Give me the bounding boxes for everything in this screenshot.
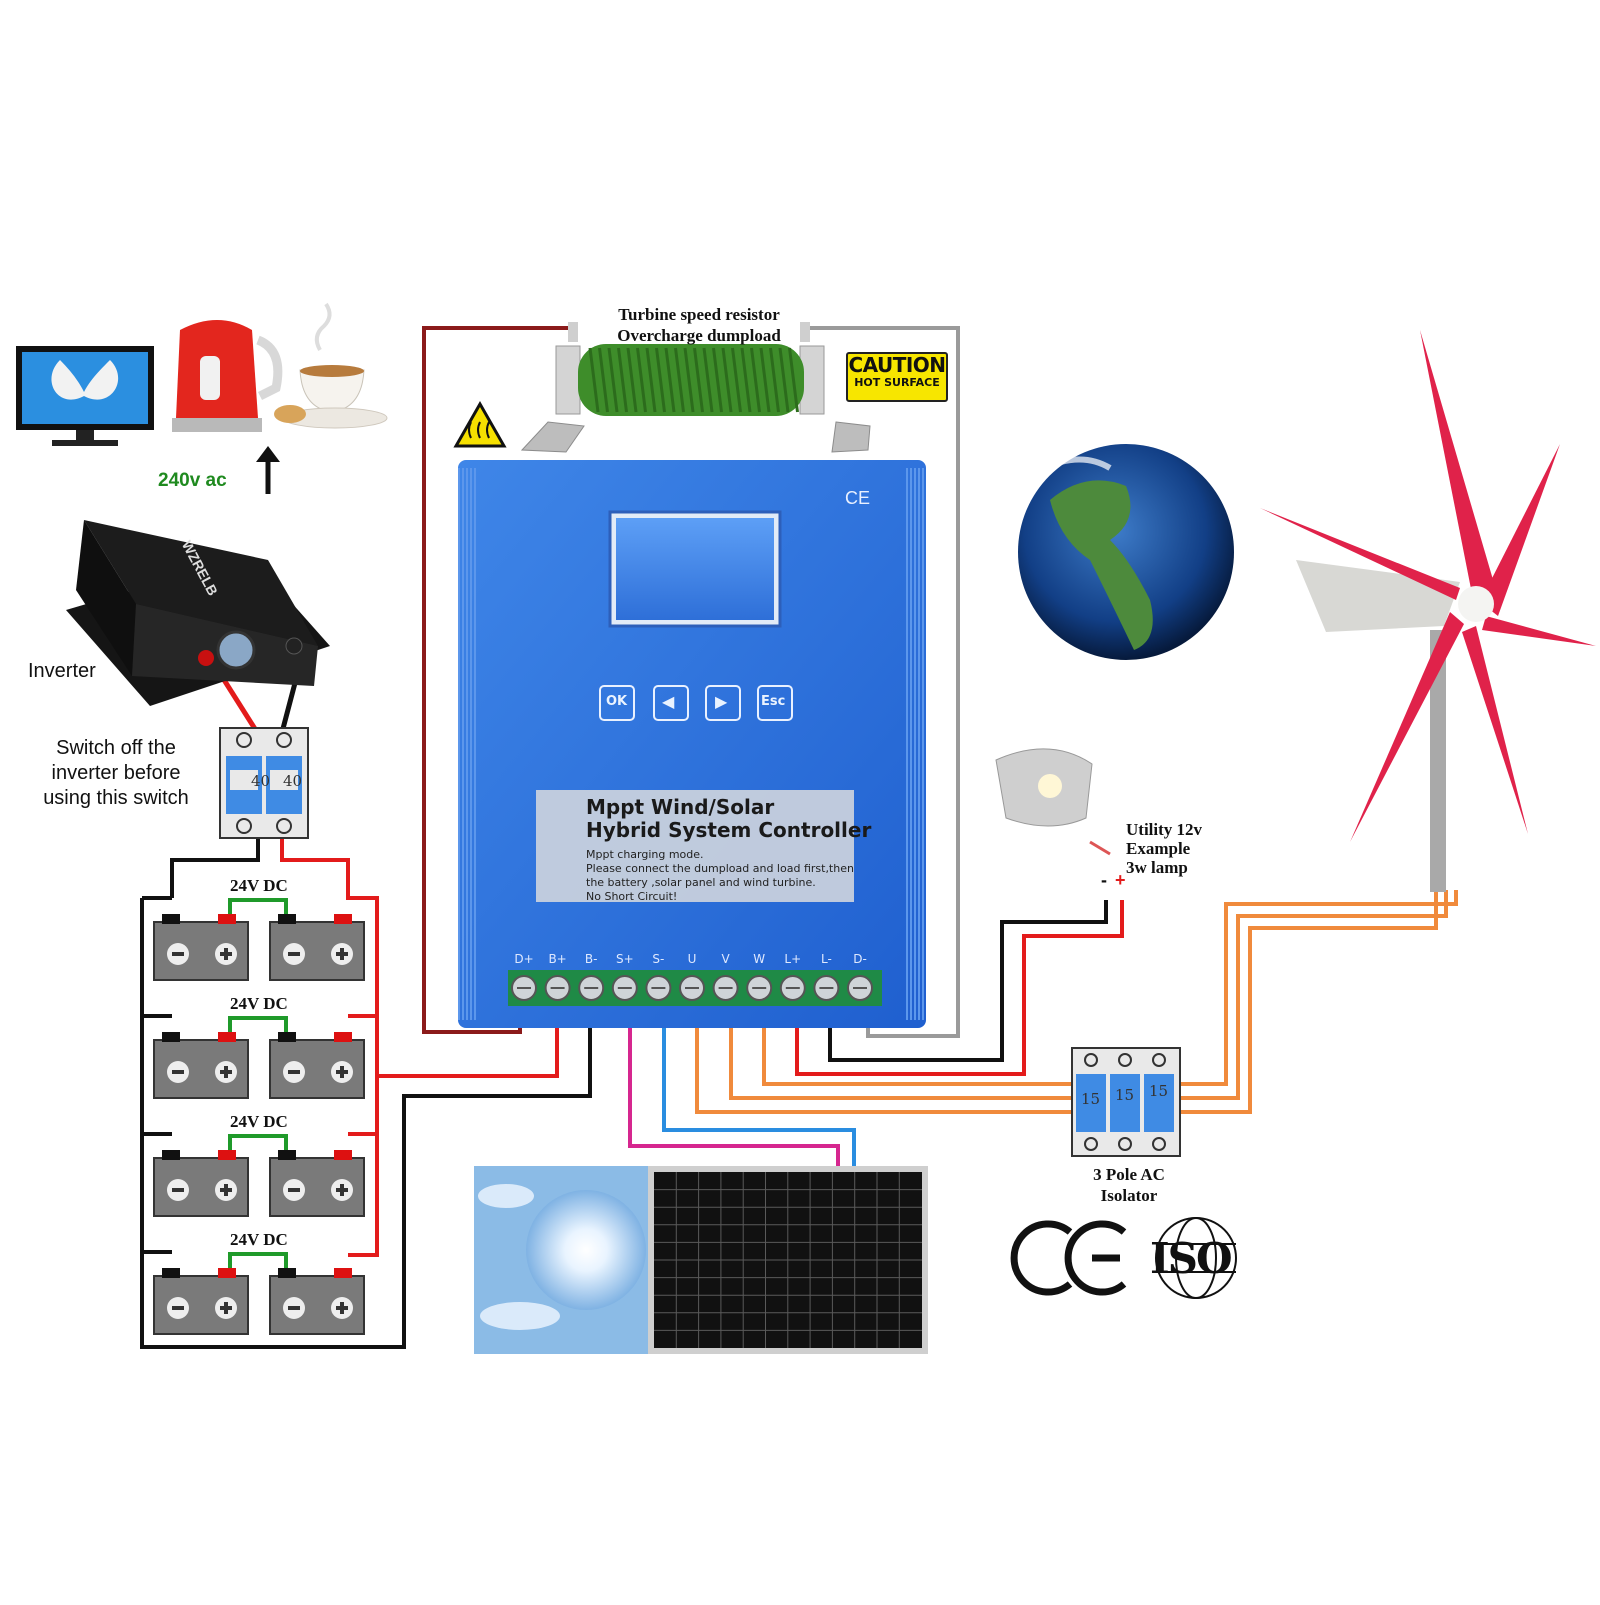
battery-bank (153, 914, 365, 1335)
wire-switch-positive (280, 838, 379, 1257)
lamp-plus: + (1115, 870, 1126, 890)
teacup-icon (274, 302, 388, 429)
switch-note: Switch off the inverter before using thi… (26, 736, 206, 811)
inverter (66, 520, 330, 706)
wire-load-positive (795, 900, 1124, 1076)
controller-ok-button[interactable]: OK (606, 694, 628, 709)
inverter-label: Inverter (28, 660, 96, 682)
kettle-icon (172, 320, 283, 432)
lamp-label-line2: Example (1126, 839, 1191, 858)
terminal-b-negpos: B+ (548, 952, 567, 966)
ce-mark-icon (1010, 1220, 1127, 1296)
terminal-l-negpos: L+ (784, 952, 802, 966)
battery (153, 1268, 249, 1335)
switch-note-line2: inverter before (51, 762, 181, 784)
lamp-icon (995, 748, 1111, 856)
controller-notes: Mppt charging mode. Please connect the d… (586, 848, 886, 904)
battery-bank-label-3: 24V DC (230, 1112, 288, 1131)
dumpload-resistor (520, 322, 871, 453)
wire-turbine-u (695, 1010, 1076, 1114)
isolator-rating-1: 15 (1081, 1090, 1101, 1108)
breaker-rating-2: 40 (283, 772, 303, 790)
terminal-u: U (687, 952, 697, 966)
battery (269, 1268, 365, 1335)
lamp-minus: - (1101, 870, 1107, 890)
wind-turbine (1260, 330, 1596, 892)
isolator-rating-2: 15 (1115, 1086, 1135, 1104)
dc-breaker-2pole (219, 727, 309, 839)
iso-logo-icon (1155, 1217, 1237, 1299)
sky-sun-image (474, 1166, 650, 1354)
terminal-s-neg: S- (652, 952, 665, 966)
terminal-w: W (753, 952, 766, 966)
wire-load-negative (828, 900, 1108, 1062)
wire-turbine-v (729, 1010, 1076, 1100)
controller-ce-mark: CE (845, 488, 871, 508)
battery (153, 1032, 249, 1099)
wire-battery-negative (140, 898, 592, 1349)
controller-right-button[interactable]: ▶ (715, 692, 728, 711)
breaker-rating-1: 40 (251, 772, 271, 790)
controller-title-line1: Mppt Wind/Solar (586, 795, 775, 819)
resistor-label: Turbine speed resistor Overcharge dumplo… (600, 304, 798, 346)
terminal-l-neg: L- (820, 952, 832, 966)
battery (269, 1032, 365, 1099)
wire-battery-positive (377, 1010, 559, 1078)
lamp-label: Utility 12v Example 3w lamp (1126, 820, 1202, 877)
wire-solar-negative (662, 1010, 856, 1166)
wires (140, 326, 1458, 1349)
terminal-v: V (721, 952, 730, 966)
controller-left-button[interactable]: ◀ (662, 692, 675, 711)
solar-panel (648, 1166, 928, 1354)
controller-note-4: No Short Circuit! (586, 890, 678, 903)
resistor-label-line1: Turbine speed resistor (618, 305, 780, 324)
switch-note-line3: using this switch (43, 787, 189, 809)
switch-note-line1: Switch off the (56, 737, 176, 759)
wire-turbine-w (762, 1010, 1076, 1086)
isolator-label-line1: 3 Pole AC (1093, 1165, 1165, 1184)
terminal-b-neg: B- (584, 952, 598, 966)
iso-text: ISO (1150, 1234, 1233, 1283)
battery-bank-label-2: 24V DC (230, 994, 288, 1013)
ac-isolator-3pole (1071, 1047, 1181, 1157)
controller-note-3: the battery ,solar panel and wind turbin… (586, 876, 816, 889)
controller-esc-button[interactable]: Esc (761, 694, 786, 709)
ac-output-label: 240v ac (158, 470, 227, 491)
isolator-label-line2: Isolator (1100, 1186, 1158, 1205)
terminal-d-negpos: D+ (514, 952, 534, 966)
controller-note-2: Please connect the dumpload and load fir… (586, 862, 854, 875)
controller-title-line2: Hybrid System Controller (586, 818, 872, 842)
controller-note-1: Mppt charging mode. (586, 848, 704, 861)
battery-bank-label-1: 24V DC (230, 876, 288, 895)
battery (269, 1150, 365, 1217)
caution-sign: CAUTION HOT SURFACE (846, 352, 948, 402)
hybrid-controller (458, 460, 926, 1028)
earth-globe-icon (1018, 444, 1234, 660)
isolator-rating-3: 15 (1149, 1082, 1169, 1100)
battery (269, 914, 365, 981)
terminal-s-negpos: S+ (615, 952, 634, 966)
lamp-label-line1: Utility 12v (1126, 820, 1203, 839)
controller-title: Mppt Wind/Solar Hybrid System Controller (586, 796, 886, 842)
caution-subtitle: HOT SURFACE (854, 376, 940, 389)
lamp-label-line3: 3w lamp (1126, 858, 1188, 877)
resistor-label-line2: Overcharge dumpload (617, 326, 781, 345)
terminal-d-neg: D- (853, 952, 867, 966)
battery-bank-label-4: 24V DC (230, 1230, 288, 1249)
wire-switch-negative (170, 838, 260, 898)
battery (153, 1150, 249, 1217)
up-arrow-icon (256, 446, 280, 494)
battery (153, 914, 249, 981)
caution-title: CAUTION (848, 353, 946, 377)
isolator-label: 3 Pole AC Isolator (1070, 1164, 1188, 1206)
tv-icon (16, 346, 154, 446)
hot-surface-warning-icon (453, 400, 507, 448)
wire-solar-positive (628, 1010, 840, 1166)
